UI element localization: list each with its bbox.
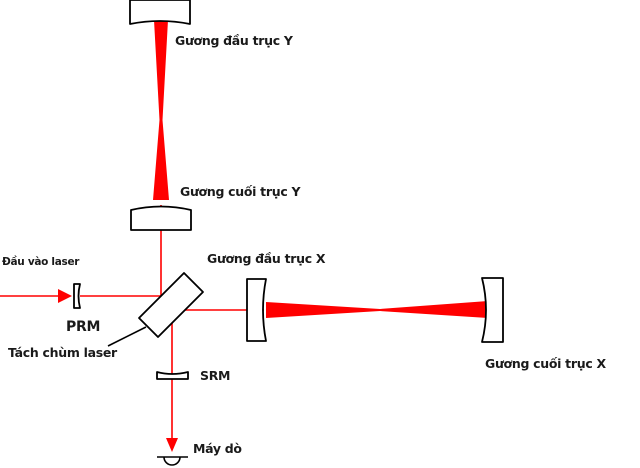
y-end-mirror bbox=[129, 0, 191, 25]
label-x-input-mirror: Gương đầu trục X bbox=[207, 251, 326, 266]
label-y-input-mirror: Gương cuối trục Y bbox=[180, 184, 301, 199]
label-detector: Máy dò bbox=[193, 441, 242, 456]
label-beam-splitter: Tách chùm laser bbox=[8, 345, 117, 360]
beam-splitter bbox=[138, 272, 204, 338]
x-end-mirror bbox=[481, 277, 504, 343]
y-input-mirror bbox=[130, 205, 192, 231]
label-x-end-mirror: Gương cuối trục X bbox=[485, 356, 606, 371]
input-arrowhead bbox=[58, 289, 72, 303]
detector-arrowhead bbox=[166, 438, 178, 452]
label-prm: PRM bbox=[66, 319, 101, 335]
x-arm-cavity-beam bbox=[266, 301, 488, 318]
prm-mirror bbox=[73, 283, 81, 309]
y-arm-cavity-beam bbox=[153, 20, 169, 200]
srm-mirror bbox=[156, 371, 189, 380]
label-laser-input: Đầu vào laser bbox=[2, 256, 80, 268]
detector-dome bbox=[163, 456, 181, 466]
x-input-mirror bbox=[246, 278, 267, 342]
label-y-end-mirror: Gương đầu trục Y bbox=[175, 33, 293, 48]
beam-splitter-pointer bbox=[107, 326, 147, 347]
label-srm: SRM bbox=[200, 368, 231, 383]
